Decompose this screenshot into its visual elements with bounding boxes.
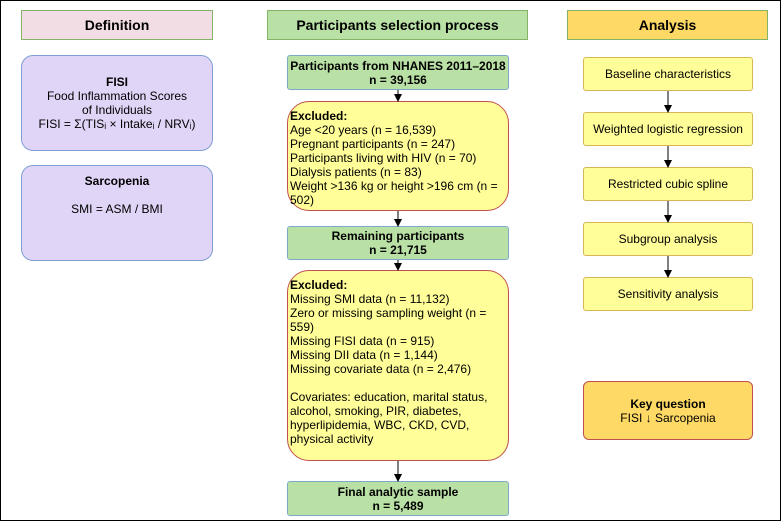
header-analysis: Analysis bbox=[567, 10, 768, 40]
exclusion-item: Dialysis patients (n = 83) bbox=[290, 165, 422, 179]
key-question-text: FISI ↓ Sarcopenia bbox=[620, 410, 716, 425]
exclusion-box-1: Excluded: Age <20 years (n = 16,539) Pre… bbox=[287, 101, 509, 211]
analysis-step-label: Baseline characteristics bbox=[604, 67, 732, 81]
analysis-step-sensitivity: Sensitivity analysis bbox=[583, 277, 753, 311]
exclusion-item: Missing covariate data (n = 2,476) bbox=[290, 362, 472, 376]
final-sample-box: Final analytic sample n = 5,489 bbox=[287, 481, 509, 516]
analysis-step-label: Weighted logistic regression bbox=[593, 122, 743, 136]
exclusion-title: Excluded: bbox=[290, 109, 348, 123]
exclusion-item: Participants living with HIV (n = 70) bbox=[290, 151, 477, 165]
analysis-step-label: Subgroup analysis bbox=[618, 232, 718, 246]
exclusion-title: Excluded: bbox=[290, 278, 348, 292]
header-definition: Definition bbox=[21, 10, 213, 40]
sarcopenia-definition-box: Sarcopenia SMI = ASM / BMI bbox=[21, 165, 213, 261]
remaining-title: Remaining participants bbox=[331, 229, 465, 243]
exclusion-item: Missing DII data (n = 1,144) bbox=[290, 348, 438, 362]
exclusion-item: Age <20 years (n = 16,539) bbox=[290, 123, 437, 137]
exclusion-item: Pregnant participants (n = 247) bbox=[290, 137, 456, 151]
remaining-box: Remaining participants n = 21,715 bbox=[287, 226, 509, 260]
analysis-step-logistic: Weighted logistic regression bbox=[583, 112, 753, 146]
fisi-line: of Individuals bbox=[81, 103, 153, 117]
final-count: n = 5,489 bbox=[372, 498, 424, 513]
fisi-definition-box: FISI Food Inflammation Scores of Individ… bbox=[21, 55, 213, 151]
fisi-title: FISI bbox=[105, 75, 128, 89]
sarcopenia-formula: SMI = ASM / BMI bbox=[71, 202, 163, 216]
exclusion-item: Weight >136 kg or height >196 cm (n = 50… bbox=[290, 179, 498, 207]
exclusion-item: Missing SMI data (n = 11,132) bbox=[290, 292, 450, 306]
participants-box: Participants from NHANES 2011–2018 n = 3… bbox=[287, 55, 509, 90]
key-question-title: Key question bbox=[630, 396, 706, 411]
analysis-step-label: Restricted cubic spline bbox=[607, 177, 729, 191]
exclusion-item: Missing FISI data (n = 915) bbox=[290, 334, 435, 348]
analysis-step-baseline: Baseline characteristics bbox=[583, 57, 753, 91]
exclusion-item: Zero or missing sampling weight (n = 559… bbox=[290, 306, 487, 334]
covariates-text: Covariates: education, marital status, a… bbox=[290, 390, 488, 446]
key-question-box: Key question FISI ↓ Sarcopenia bbox=[583, 381, 753, 440]
participants-count: n = 39,156 bbox=[369, 72, 427, 87]
header-selection: Participants selection process bbox=[267, 10, 528, 40]
participants-title: Participants from NHANES 2011–2018 bbox=[290, 58, 506, 73]
fisi-line: Food Inflammation Scores bbox=[46, 89, 188, 103]
analysis-step-subgroup: Subgroup analysis bbox=[583, 222, 753, 256]
final-title: Final analytic sample bbox=[337, 484, 459, 499]
remaining-count: n = 21,715 bbox=[369, 243, 427, 257]
sarcopenia-title: Sarcopenia bbox=[84, 174, 150, 188]
fisi-formula: FISI = Σ(TISᵢ × Intakeᵢ / NRVᵢ) bbox=[38, 117, 196, 131]
analysis-step-label: Sensitivity analysis bbox=[617, 287, 719, 301]
